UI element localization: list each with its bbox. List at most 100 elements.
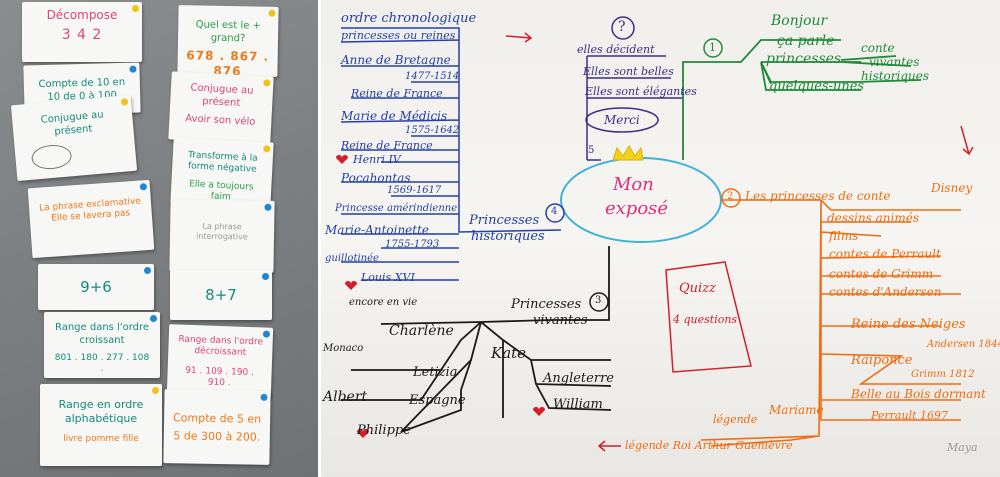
green-item-quelques-unes: quelques-unes <box>769 79 865 94</box>
card-range-desc: Range dans l'ordre décroissant 91 . 109 … <box>166 324 274 398</box>
blue-item: Pocahontas <box>341 171 411 185</box>
card-title: Transforme à la forme négative <box>187 150 258 176</box>
orange-disney: Disney <box>931 181 973 195</box>
card-title: Range dans l'ordre décroissant <box>178 334 264 359</box>
quizz-sub: 4 questions <box>673 313 738 326</box>
card-value: 8+7 <box>205 286 237 304</box>
blue-item: Louis XVI <box>361 271 415 284</box>
orange-item: Mariame <box>769 403 824 417</box>
black-item: William <box>553 397 603 412</box>
question-circle <box>611 16 635 40</box>
badge-5: 5 <box>588 145 595 156</box>
card-dot <box>260 393 268 401</box>
quizz-box <box>665 261 752 373</box>
blue-item: princesses ou reines <box>341 29 456 42</box>
quizz-title: Quizz <box>679 281 716 296</box>
card-title: Range en ordre alphabétique <box>58 398 144 425</box>
blue-branch-lines <box>340 27 562 281</box>
green-item-princesses: princesses <box>766 51 842 67</box>
card-dot <box>268 9 276 17</box>
card-dot <box>263 145 271 153</box>
card-add-9-6: 9+6 <box>38 264 154 310</box>
blue-title-line1: Princesses <box>469 213 540 228</box>
card-title: Range dans l'ordre croissant <box>54 322 150 346</box>
card-question: Quel est le + grand? 678 . 867 . 876 <box>177 5 279 77</box>
card-count5: Compte de 5 en 5 de 300 à 200. <box>163 389 271 465</box>
blue-item: 1755-1793 <box>385 239 440 250</box>
card-dot <box>152 387 159 394</box>
card-value: 3 4 2 <box>61 27 103 43</box>
black-item: Angleterre <box>543 371 614 386</box>
question-item: elles décident <box>577 43 655 56</box>
blue-item: 1477-1514 <box>405 71 460 82</box>
blue-item: ordre chronologique <box>341 11 477 26</box>
card-range-asc: Range dans l'ordre croissant 801 . 180 .… <box>44 312 160 378</box>
black-item: Albert <box>323 389 368 405</box>
card-dot <box>262 273 269 280</box>
blue-item: Reine de France <box>341 139 433 152</box>
question-mark: ? <box>618 19 626 35</box>
card-bubble-drawing <box>30 143 73 171</box>
orange-item: Raiponce <box>851 353 913 368</box>
green-sub-vivantes: vivantes <box>869 55 920 69</box>
card-conjugate-present: Conjugue au présent Avoir son vélo <box>168 71 274 145</box>
arrow-bottom-icon <box>597 440 621 452</box>
black-branch-lines <box>341 246 612 433</box>
blue-item: 1575-1642 <box>405 125 460 136</box>
blue-item: Henri IV <box>353 153 401 166</box>
green-sub-conte: conte <box>861 41 895 55</box>
card-exclamative: La phrase exclamative Elle se lavera pas <box>27 179 155 259</box>
card-dot <box>139 183 148 191</box>
merci-ellipse <box>585 107 659 133</box>
card-dot <box>262 330 271 338</box>
card-value: livre pomme fille <box>63 433 139 444</box>
mindmap-lines <box>336 16 974 452</box>
green-branch-lines <box>682 39 922 160</box>
orange-item: contes de Perrault <box>829 247 941 261</box>
left-photo-cards-table: Décompose 3 4 2 Quel est le + grand? 678… <box>0 0 318 477</box>
heart-icon <box>357 429 369 438</box>
black-title-line1: Princesses <box>511 297 582 312</box>
card-dot <box>129 65 137 73</box>
orange-item: légende Roi Arthur Guenièvre <box>625 439 793 452</box>
heart-icon <box>336 155 348 164</box>
right-photo-mindmap-poster: Mon exposé ? elles décident Elles sont b… <box>321 0 1000 477</box>
badge-1: 1 <box>709 41 716 54</box>
question-item: Elles sont élégantes <box>585 85 697 98</box>
black-item: Letizia <box>413 365 458 380</box>
card-title: Quel est le + grand? <box>195 19 262 44</box>
orange-item: Perrault 1697 <box>871 409 949 422</box>
badge-4-circle <box>545 203 565 223</box>
orange-item: Reine des Neiges <box>851 317 966 332</box>
card-title: Conjugue au présent <box>190 82 254 109</box>
question-item: Elles sont belles <box>583 65 674 78</box>
badge-2: 2 <box>727 191 734 202</box>
black-item: Espagne <box>409 393 466 408</box>
heart-icon <box>345 281 357 290</box>
card-dot <box>120 98 129 106</box>
orange-item: légende <box>713 413 758 426</box>
black-title-line2: vivantes <box>533 313 588 328</box>
blue-item: Reine de France <box>351 87 443 100</box>
card-dot <box>144 267 151 274</box>
orange-item: films <box>829 229 859 243</box>
card-range-alpha: Range en ordre alphabétique livre pomme … <box>40 384 162 466</box>
card-conjugate-phrase: Conjugue au présent <box>10 94 138 182</box>
orange-item: dessins animés <box>827 211 919 225</box>
blue-item: Princesse amérindienne <box>335 203 458 214</box>
blue-item: guillotinée <box>325 253 379 264</box>
signature: Maya <box>947 441 978 454</box>
blue-item: Marie-Antoinette <box>325 223 430 237</box>
black-item: Charlène <box>389 323 454 339</box>
arrow-top-icon <box>505 32 533 43</box>
card-dot <box>263 79 271 87</box>
black-item: Kate <box>491 344 527 362</box>
card-interrogative: La phrase interrogative <box>169 199 275 273</box>
card-value: 801 . 180 . 277 . 108 . <box>54 353 150 375</box>
badge-4: 4 <box>551 206 558 217</box>
orange-item: Andersen 1844 <box>927 339 1000 350</box>
orange-item: Belle au Bois dormant <box>851 387 986 401</box>
orange-title: Les princesses de conte <box>745 189 891 203</box>
black-item: Philippe <box>357 423 411 438</box>
badge-3-circle <box>589 292 609 312</box>
